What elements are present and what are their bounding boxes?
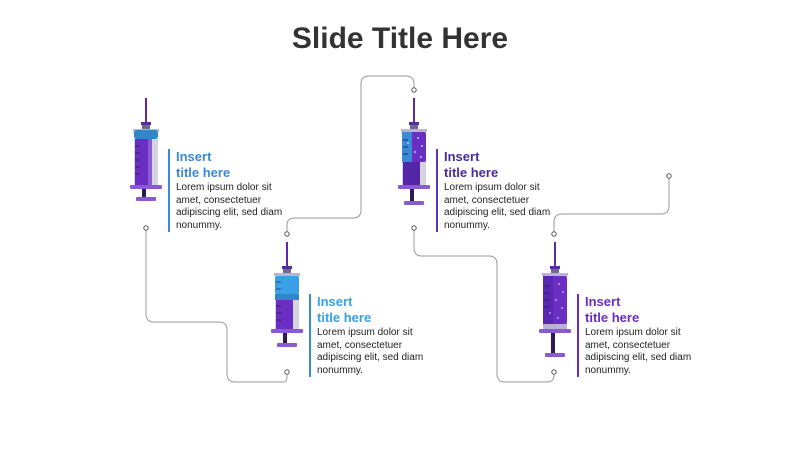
connector-dot bbox=[284, 369, 290, 375]
item-title: Insert title here bbox=[585, 294, 640, 325]
connector-dot bbox=[551, 369, 557, 375]
item-title: Insert title here bbox=[176, 149, 231, 180]
accent-bar bbox=[309, 294, 311, 377]
connector-dot bbox=[143, 225, 149, 231]
syringe-icon bbox=[271, 242, 303, 347]
syringe-icon bbox=[539, 242, 571, 357]
item-2-text: Insert title here Lorem ipsum dolor sit … bbox=[309, 294, 437, 377]
connector-1 bbox=[145, 228, 288, 383]
connector-dot bbox=[411, 225, 417, 231]
item-description: Lorem ipsum dolor sit amet, consectetuer… bbox=[585, 327, 692, 376]
item-1-text: Insert title here Lorem ipsum dolor sit … bbox=[168, 149, 296, 232]
connector-dot bbox=[284, 231, 290, 237]
connector-dot bbox=[551, 231, 557, 237]
item-4-text: Insert title here Lorem ipsum dolor sit … bbox=[577, 294, 705, 377]
item-description: Lorem ipsum dolor sit amet, consectetuer… bbox=[317, 327, 424, 376]
item-title: Insert title here bbox=[444, 149, 499, 180]
item-description: Lorem ipsum dolor sit amet, consectetuer… bbox=[176, 182, 283, 231]
syringe-icon bbox=[398, 98, 430, 205]
connector-3 bbox=[413, 228, 555, 383]
accent-bar bbox=[577, 294, 579, 377]
connector-dot bbox=[666, 173, 672, 179]
item-description: Lorem ipsum dolor sit amet, consectetuer… bbox=[444, 182, 551, 231]
syringe-icon bbox=[130, 98, 162, 201]
connector-2 bbox=[286, 75, 415, 234]
item-title: Insert title here bbox=[317, 294, 372, 325]
slide-title: Slide Title Here bbox=[291, 22, 509, 55]
item-3-text: Insert title here Lorem ipsum dolor sit … bbox=[436, 149, 564, 232]
connector-dot bbox=[411, 87, 417, 93]
accent-bar bbox=[168, 149, 170, 232]
accent-bar bbox=[436, 149, 438, 232]
connector-4 bbox=[553, 176, 670, 234]
